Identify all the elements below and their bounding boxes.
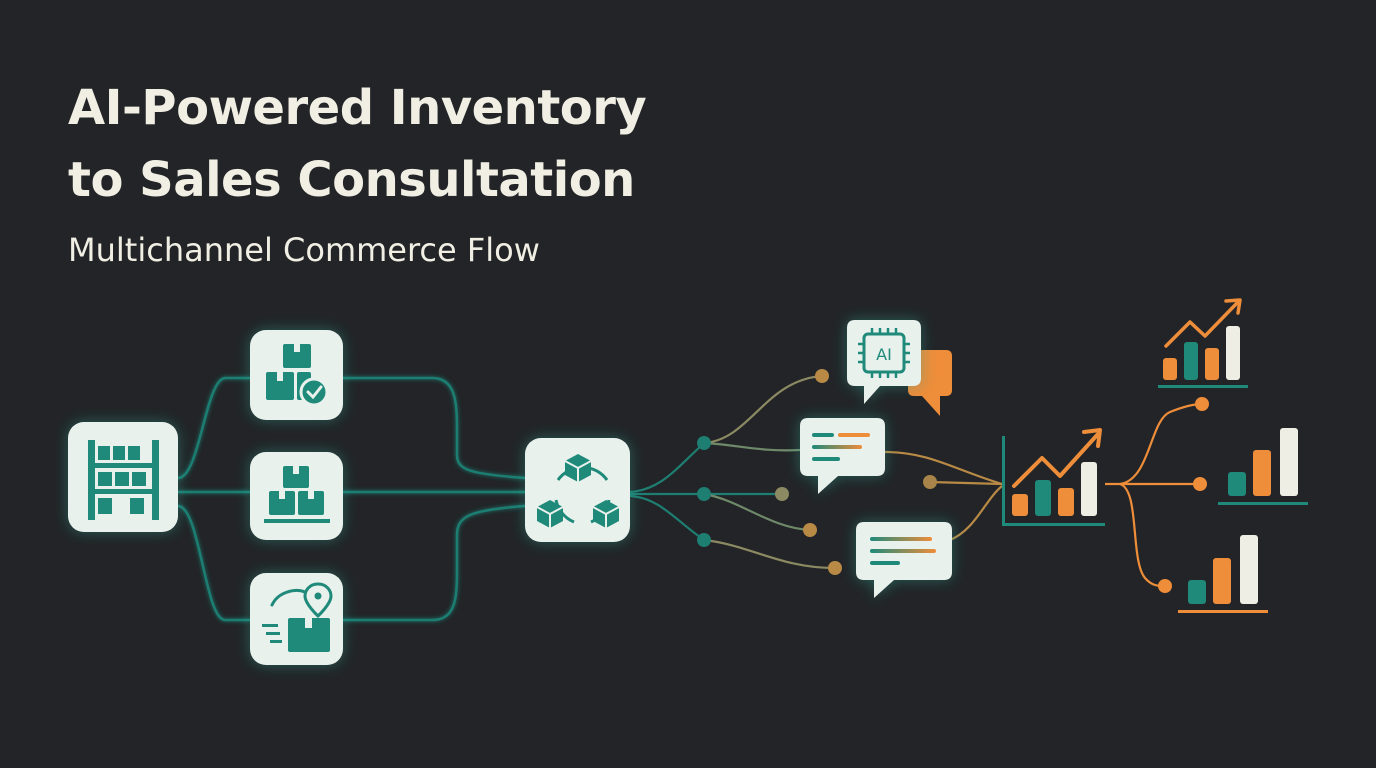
growth-connectors — [1105, 402, 1203, 588]
ai-consultation-node: AI — [847, 320, 952, 416]
delivery-location-icon — [262, 582, 333, 652]
growth-chart-icon — [1002, 428, 1105, 526]
channel-chart-middle — [1218, 428, 1308, 505]
page-title: AI-Powered Inventory to Sales Consultati… — [68, 72, 647, 216]
hub-cubes-icon — [536, 454, 620, 528]
title-line-1: AI-Powered Inventory — [68, 80, 647, 136]
warehouse-node — [68, 422, 178, 532]
stacked-boxes-icon — [264, 466, 330, 523]
ai-chip-chat-icon: AI — [858, 328, 910, 378]
page-subtitle: Multichannel Commerce Flow — [68, 231, 540, 269]
hub-node — [525, 438, 630, 542]
consultation-connectors — [629, 374, 1003, 570]
chat-bubble-icon — [870, 537, 936, 565]
chat-node-2 — [856, 522, 952, 598]
chat-bubble-icon — [812, 433, 870, 461]
inventory-connectors — [177, 376, 526, 622]
bar-chart-icon — [1178, 535, 1268, 613]
channel-node-delivery — [250, 573, 343, 665]
channel-node-verified — [250, 330, 343, 420]
channel-node-stock — [250, 452, 343, 540]
growth-chart-icon — [1158, 298, 1248, 388]
boxes-verified-icon — [266, 344, 329, 407]
title-line-2: to Sales Consultation — [68, 152, 635, 208]
bar-chart-icon — [1218, 428, 1308, 505]
connector-dots — [697, 369, 1209, 593]
channel-chart-top — [1158, 298, 1248, 388]
growth-chart-node — [1002, 428, 1105, 526]
channel-chart-bottom — [1178, 535, 1268, 613]
warehouse-shelves-icon — [88, 440, 159, 520]
ai-badge-label: AI — [876, 345, 892, 364]
chat-node-1 — [800, 418, 885, 494]
